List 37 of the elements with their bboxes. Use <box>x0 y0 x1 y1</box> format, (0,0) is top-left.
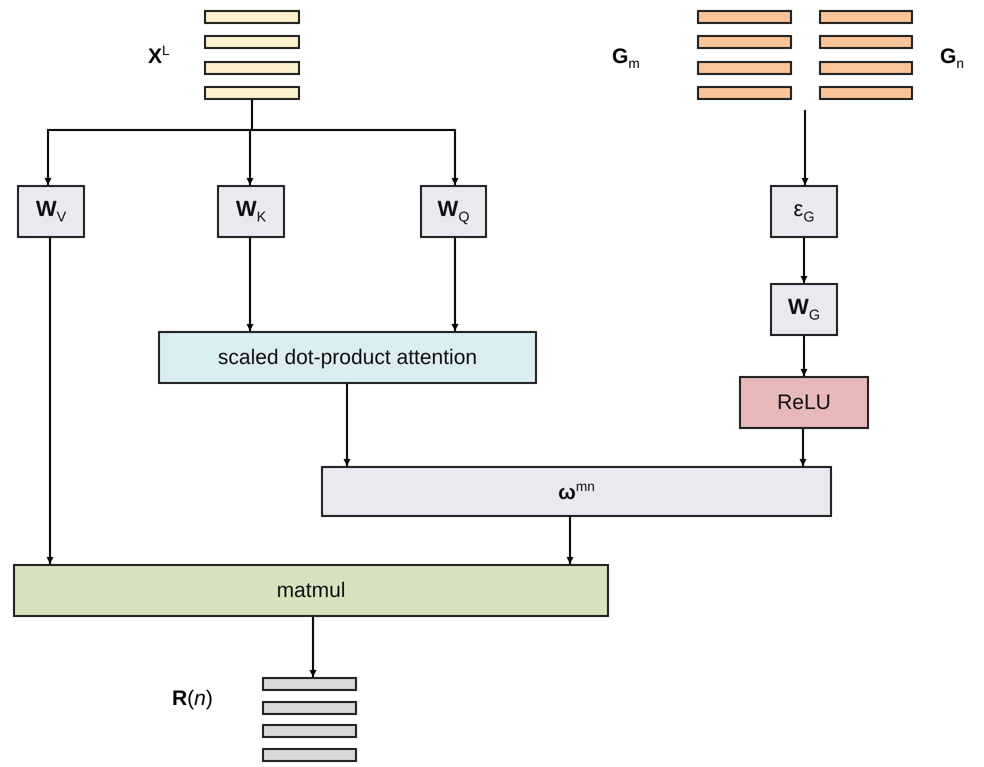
arrow <box>452 238 458 331</box>
vector-label: G$_{m}$ <box>612 46 640 71</box>
box-label: W$_{Q}$ <box>438 198 470 225</box>
box-label: ω$^{mn}$ <box>558 480 595 503</box>
box-label: W$_{V}$ <box>36 198 66 225</box>
process-box <box>770 283 838 336</box>
process-box <box>321 466 832 517</box>
box-label: ReLU <box>777 392 831 413</box>
process-box <box>217 185 285 238</box>
vector-label: X$^{L}$ <box>148 44 170 67</box>
arrow <box>800 336 808 376</box>
arrow <box>566 517 574 564</box>
vector-stack <box>819 10 913 100</box>
box-label: matmul <box>276 580 346 601</box>
process-box <box>13 564 609 617</box>
process-box <box>739 376 869 429</box>
arrow <box>802 110 808 185</box>
arrow <box>246 238 254 331</box>
vector-stack <box>262 677 357 762</box>
box-label: ε$_{G}$ <box>794 198 814 225</box>
vector-stack <box>697 10 792 100</box>
arrow <box>310 617 316 677</box>
box-label: W$_{G}$ <box>788 296 820 323</box>
vector-stack <box>204 10 300 100</box>
process-box <box>158 331 537 384</box>
vector-label: R(n) <box>172 688 213 709</box>
process-box <box>420 185 487 238</box>
arrow <box>344 384 350 466</box>
arrow <box>46 238 54 564</box>
arrow <box>251 100 458 185</box>
box-label: W$_{K}$ <box>236 198 266 225</box>
arrow <box>800 429 806 466</box>
box-label: scaled dot-product attention <box>218 347 478 368</box>
process-box <box>17 185 85 238</box>
arrow <box>800 238 808 283</box>
process-box <box>770 185 838 238</box>
vector-label: G$_{n}$ <box>940 46 964 71</box>
